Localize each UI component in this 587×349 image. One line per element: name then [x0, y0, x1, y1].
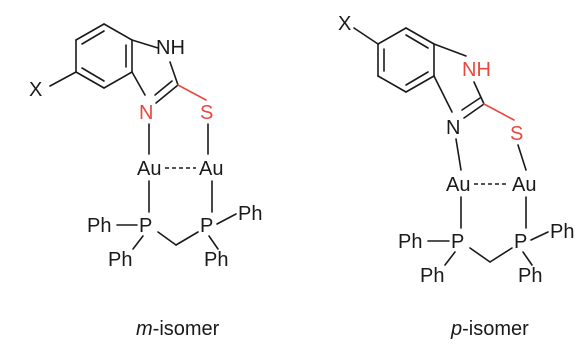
- m-p-ph-bond: [208, 235, 219, 250]
- m-ph-label: Ph: [108, 249, 132, 271]
- m-au-left-label: Au: [137, 158, 161, 180]
- p-au-left-label: Au: [446, 174, 470, 196]
- m-isomer-structure: X NH N S Au Au Ph P Ph P Ph P: [29, 23, 262, 271]
- p-isomer-suffix: -isomer: [462, 318, 529, 340]
- m-n-c2-double-bond: [154, 80, 173, 96]
- p-c2-s-bond: [483, 103, 515, 121]
- p-p-ph-bond: [522, 251, 533, 266]
- m-n-c2-bond: [155, 84, 179, 104]
- p-ring-bond: [405, 75, 435, 93]
- m-ring-double-bond: [81, 30, 105, 45]
- m-p-ph-bond: [132, 235, 144, 250]
- p-ch2-bond: [469, 247, 491, 263]
- p-ph-label: Ph: [398, 231, 422, 253]
- p-nh-label: NH: [462, 59, 491, 81]
- m-p-left-label: P: [139, 215, 152, 237]
- m-p-ph-bond: [216, 213, 237, 225]
- m-ring-bond: [103, 23, 133, 41]
- m-au-right-label: Au: [199, 158, 223, 180]
- m-ring-bond: [75, 71, 105, 89]
- p-ph-label: Ph: [518, 265, 542, 287]
- p-p-ph-bond: [444, 251, 456, 266]
- p-ring-double-bond: [405, 34, 429, 49]
- p-ring-bond: [405, 27, 435, 45]
- p-ph-label: Ph: [550, 221, 574, 243]
- p-ring-double-bond: [405, 71, 429, 86]
- p-ph-label: Ph: [420, 265, 444, 287]
- m-nh-label: NH: [156, 37, 185, 59]
- p-x-bond: [353, 27, 379, 45]
- p-ring-bond: [377, 75, 407, 93]
- m-isomer-prefix: m: [136, 318, 153, 340]
- m-c2-s-bond: [177, 84, 207, 101]
- p-p-right-label: P: [514, 231, 527, 253]
- p-nh-c2-bond: [473, 81, 485, 105]
- p-ring-bond: [377, 27, 407, 45]
- m-ph-label: Ph: [238, 203, 262, 225]
- p-s-au-bond: [517, 144, 527, 171]
- m-isomer-suffix: -isomer: [153, 318, 220, 340]
- p-isomer-caption: p-isomer: [450, 318, 529, 340]
- p-n-c2-bond: [463, 103, 485, 119]
- m-isomer-caption: m-isomer: [136, 318, 220, 340]
- p-isomer-structure: X NH N S Au Au: [338, 13, 574, 287]
- p-ch2-bond: [489, 247, 513, 263]
- p-au-right-label: Au: [512, 174, 536, 196]
- m-ch2-bond: [157, 231, 177, 246]
- m-nh-c2-bond: [169, 61, 179, 86]
- p-n-label: N: [446, 117, 460, 139]
- m-ph-label: Ph: [204, 249, 228, 271]
- p-s-label: S: [510, 123, 523, 145]
- m-p-right-label: P: [200, 215, 213, 237]
- p-c-nh-bond: [433, 43, 467, 57]
- m-ch2-bond: [175, 231, 199, 246]
- m-x-label: X: [29, 79, 42, 101]
- p-isomer-prefix: p: [450, 318, 462, 340]
- m-x-bond: [49, 71, 77, 87]
- m-s-label: S: [200, 102, 213, 124]
- p-n-au-bond: [455, 138, 462, 171]
- m-ring-bond: [103, 71, 133, 89]
- p-x-label: X: [338, 13, 351, 35]
- p-p-ph-bond: [530, 231, 549, 241]
- p-c-n-bond: [433, 75, 453, 113]
- m-c-n-bond: [131, 71, 146, 96]
- m-c-nh-bond: [131, 39, 159, 49]
- p-p-left-label: P: [451, 231, 464, 253]
- m-ring-double-bond: [81, 67, 105, 82]
- m-ring-bond: [75, 23, 105, 41]
- m-benzene-ring: [75, 23, 133, 89]
- p-benzene-ring: [377, 27, 435, 93]
- m-ph-label: Ph: [87, 215, 111, 237]
- m-n-label: N: [139, 102, 153, 124]
- p-n-c2-double-bond: [461, 97, 481, 111]
